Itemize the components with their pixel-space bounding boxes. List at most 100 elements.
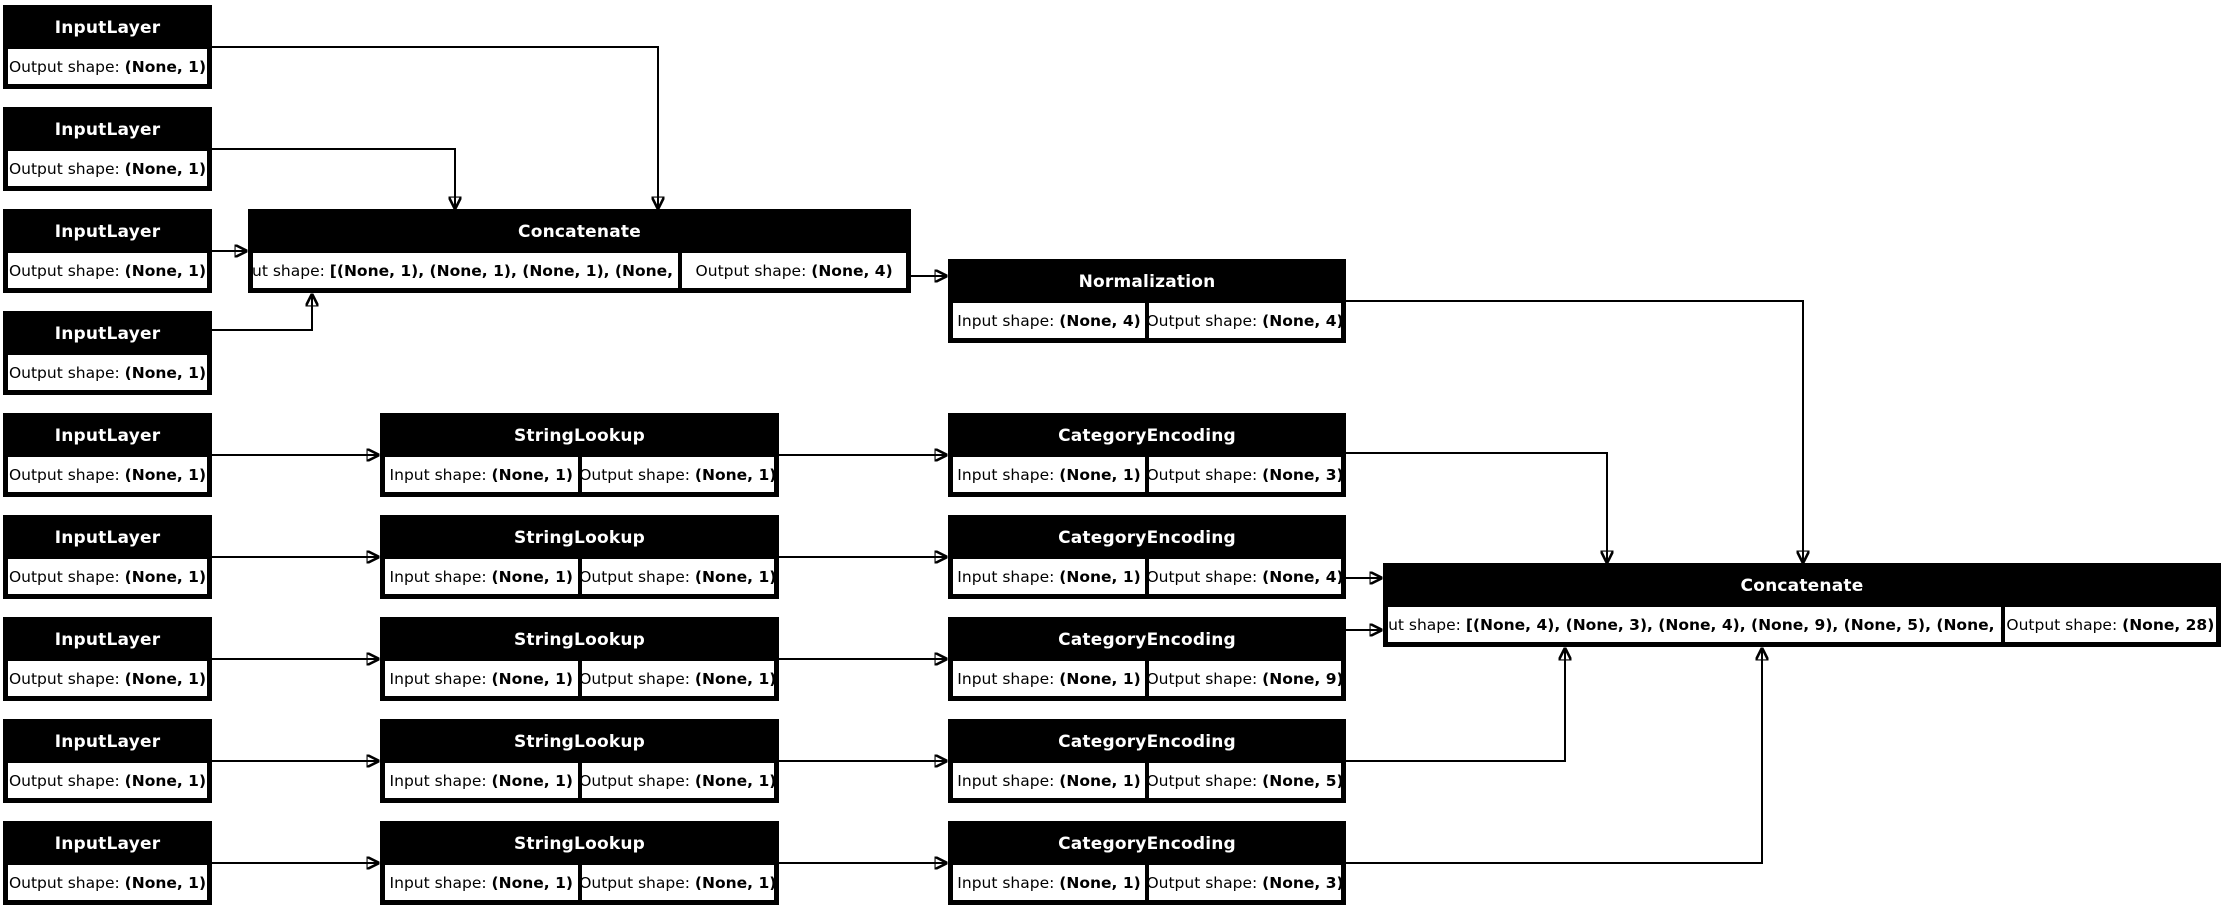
node-categoryencoding-3: CategoryEncoding Input shape: (None, 1) … xyxy=(948,617,1346,701)
node-normalization: Normalization Input shape: (None, 4) Out… xyxy=(948,259,1346,343)
input-shape-value: (None, 1) xyxy=(1059,669,1141,688)
output-shape-cell: Output shape: (None, 1) xyxy=(581,763,774,798)
output-shape-label: Output shape: xyxy=(8,669,120,688)
node-title: InputLayer xyxy=(54,426,161,446)
node-title: StringLookup xyxy=(513,732,646,752)
input-shape-label: Input shape: xyxy=(1388,615,1461,634)
output-shape-label: Output shape: xyxy=(695,261,807,280)
input-shape-value: [(None, 1), (None, 1), (None, 1), (None,… xyxy=(329,261,679,280)
input-shape-value: [(None, 4), (None, 3), (None, 4), (None,… xyxy=(1465,615,2001,634)
node-inputlayer-6: InputLayer Output shape: (None, 1) xyxy=(3,515,212,599)
edge-catenc4-to-concat2 xyxy=(1346,649,1565,762)
input-shape-value: (None, 1) xyxy=(491,567,573,586)
input-shape-cell: Input shape: (None, 1) xyxy=(953,457,1145,492)
input-shape-label: Input shape: xyxy=(389,873,487,892)
input-shape-cell: Input shape: (None, 1) xyxy=(953,763,1145,798)
node-inputlayer-3: InputLayer Output shape: (None, 1) xyxy=(3,209,212,293)
output-shape-value: (None, 1) xyxy=(124,261,207,280)
output-shape-value: (None, 9) xyxy=(1262,669,1341,688)
node-title: InputLayer xyxy=(54,834,161,854)
node-concatenate-1: Concatenate Input shape: [(None, 1), (No… xyxy=(248,209,911,293)
input-shape-cell: Input shape: (None, 1) xyxy=(385,865,578,900)
output-shape-label: Output shape: xyxy=(1149,873,1258,892)
node-stringlookup-4: StringLookup Input shape: (None, 1) Outp… xyxy=(380,719,779,803)
output-shape-cell: Output shape: (None, 1) xyxy=(581,865,774,900)
node-title: CategoryEncoding xyxy=(1058,834,1236,854)
output-shape-cell: Output shape: (None, 1) xyxy=(581,559,774,594)
output-shape-value: (None, 1) xyxy=(124,57,207,76)
output-shape-label: Output shape: xyxy=(8,567,120,586)
output-shape-cell: Output shape: (None, 1) xyxy=(8,253,207,288)
node-title: StringLookup xyxy=(513,426,646,446)
input-shape-value: (None, 4) xyxy=(1059,311,1141,330)
node-title: Concatenate xyxy=(518,222,641,242)
node-title: CategoryEncoding xyxy=(1058,528,1236,548)
input-shape-cell: Input shape: (None, 4) xyxy=(953,303,1145,338)
output-shape-label: Output shape: xyxy=(8,465,120,484)
node-inputlayer-8: InputLayer Output shape: (None, 1) xyxy=(3,719,212,803)
input-shape-value: (None, 1) xyxy=(1059,873,1141,892)
input-shape-label: Input shape: xyxy=(957,873,1055,892)
node-title: InputLayer xyxy=(54,120,161,140)
input-shape-value: (None, 1) xyxy=(491,873,573,892)
input-shape-value: (None, 1) xyxy=(491,771,573,790)
output-shape-label: Output shape: xyxy=(581,873,690,892)
input-shape-cell: Input shape: (None, 1) xyxy=(385,661,578,696)
output-shape-label: Output shape: xyxy=(2006,615,2118,634)
node-inputlayer-7: InputLayer Output shape: (None, 1) xyxy=(3,617,212,701)
output-shape-label: Output shape: xyxy=(8,261,120,280)
node-inputlayer-4: InputLayer Output shape: (None, 1) xyxy=(3,311,212,395)
input-shape-value: (None, 1) xyxy=(491,465,573,484)
output-shape-cell: Output shape: (None, 1) xyxy=(8,355,207,390)
output-shape-cell: Output shape: (None, 1) xyxy=(8,49,207,84)
edge-input2-to-concat1 xyxy=(212,148,455,208)
node-categoryencoding-5: CategoryEncoding Input shape: (None, 1) … xyxy=(948,821,1346,905)
node-stringlookup-3: StringLookup Input shape: (None, 1) Outp… xyxy=(380,617,779,701)
edge-normalization-to-concat2 xyxy=(1346,300,1803,562)
edge-input4-to-concat1 xyxy=(212,295,312,331)
output-shape-label: Output shape: xyxy=(1149,465,1258,484)
node-title: InputLayer xyxy=(54,630,161,650)
output-shape-value: (None, 1) xyxy=(124,363,207,382)
output-shape-label: Output shape: xyxy=(581,465,690,484)
node-stringlookup-5: StringLookup Input shape: (None, 1) Outp… xyxy=(380,821,779,905)
output-shape-cell: Output shape: (None, 1) xyxy=(581,661,774,696)
node-title: StringLookup xyxy=(513,528,646,548)
output-shape-label: Output shape: xyxy=(8,771,120,790)
node-stringlookup-2: StringLookup Input shape: (None, 1) Outp… xyxy=(380,515,779,599)
input-shape-label: Input shape: xyxy=(389,567,487,586)
node-categoryencoding-2: CategoryEncoding Input shape: (None, 1) … xyxy=(948,515,1346,599)
output-shape-cell: Output shape: (None, 3) xyxy=(1149,865,1341,900)
edge-catenc5-to-concat2 xyxy=(1346,649,1762,864)
node-title: InputLayer xyxy=(54,324,161,344)
output-shape-label: Output shape: xyxy=(8,159,120,178)
node-title: CategoryEncoding xyxy=(1058,630,1236,650)
output-shape-value: (None, 4) xyxy=(1262,567,1341,586)
output-shape-value: (None, 1) xyxy=(694,567,774,586)
output-shape-value: (None, 5) xyxy=(1262,771,1341,790)
output-shape-value: (None, 1) xyxy=(124,669,207,688)
node-title: StringLookup xyxy=(513,834,646,854)
output-shape-value: (None, 1) xyxy=(124,873,207,892)
input-shape-value: (None, 1) xyxy=(1059,771,1141,790)
output-shape-value: (None, 1) xyxy=(694,873,774,892)
output-shape-label: Output shape: xyxy=(1149,669,1258,688)
output-shape-cell: Output shape: (None, 1) xyxy=(8,559,207,594)
output-shape-label: Output shape: xyxy=(581,567,690,586)
input-shape-cell: Input shape: (None, 1) xyxy=(953,661,1145,696)
input-shape-label: Input shape: xyxy=(253,261,325,280)
input-shape-label: Input shape: xyxy=(957,669,1055,688)
node-stringlookup-1: StringLookup Input shape: (None, 1) Outp… xyxy=(380,413,779,497)
output-shape-cell: Output shape: (None, 1) xyxy=(8,865,207,900)
node-title: InputLayer xyxy=(54,18,161,38)
input-shape-cell: Input shape: (None, 1) xyxy=(953,559,1145,594)
output-shape-cell: Output shape: (None, 28) xyxy=(2004,607,2216,642)
node-title: StringLookup xyxy=(513,630,646,650)
output-shape-cell: Output shape: (None, 9) xyxy=(1149,661,1341,696)
node-title: CategoryEncoding xyxy=(1058,732,1236,752)
output-shape-cell: Output shape: (None, 4) xyxy=(682,253,906,288)
input-shape-label: Input shape: xyxy=(957,771,1055,790)
input-shape-label: Input shape: xyxy=(957,311,1055,330)
node-title: Normalization xyxy=(1078,272,1216,292)
